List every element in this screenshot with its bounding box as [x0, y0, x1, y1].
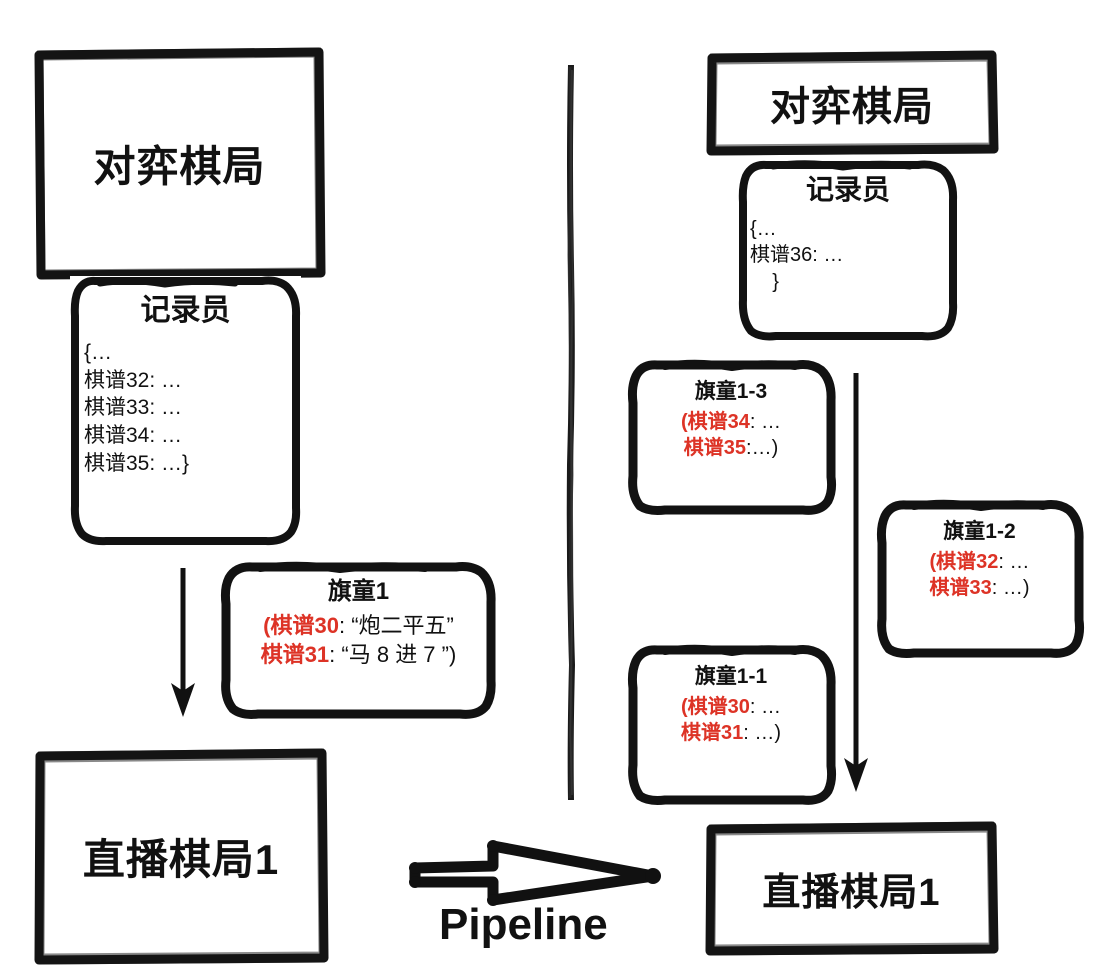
right-flag-box-3-entry-0-open: (	[680, 411, 688, 434]
right-flag-box-3: 旗童1-3 (棋谱34: … 棋谱35:…)	[627, 359, 837, 515]
right-board-box: 对弈棋局	[706, 50, 999, 156]
right-flag-box-3-entry-0-key: 棋谱34	[687, 411, 750, 434]
right-flag-box-1-entry-1-sep: :	[743, 722, 755, 745]
right-flag-box-1-entry-1-value: …	[754, 722, 775, 745]
right-flag-box-2-entry-0-key: 棋谱32	[936, 551, 999, 574]
right-flag-box-3-frame	[627, 359, 837, 515]
right-flag-box-3-content: 旗童1-3 (棋谱34: … 棋谱35:…)	[627, 360, 835, 515]
right-flag-box-1-entry-0-open: (	[680, 696, 688, 719]
right-flag-box-1: 旗童1-1 (棋谱30: … 棋谱31: …)	[627, 644, 837, 805]
right-flag-box-1-content: 旗童1-1 (棋谱30: … 棋谱31: …)	[627, 645, 835, 805]
right-flag-box-2-content: 旗童1-2 (棋谱32: … 棋谱33: …)	[876, 500, 1083, 658]
right-recorder-content: 记录员 {… 棋谱36: … }	[738, 160, 958, 342]
right-flag-box-3-entry-0-sep: :	[749, 411, 762, 434]
right-flag-box-3-entry-0: (棋谱34: …	[637, 409, 825, 435]
right-flag-box-1-frame	[627, 644, 837, 805]
right-flag-box-3-entry-1-value: …	[751, 437, 772, 460]
right-flag-box-2-entry-1-close: )	[1022, 577, 1030, 600]
left-recorder-box-frame	[70, 276, 301, 546]
pipeline-arrow-right	[409, 840, 661, 906]
right-flag-box-1-entry-0-value: …	[761, 696, 782, 719]
right-recorder-box-frame	[738, 160, 958, 341]
right-flag-box-2-entry-1-value: …	[1002, 577, 1023, 600]
right-flag-box-3-entry-0-value: …	[761, 411, 782, 434]
left-recorder-content: 记录员 {… 棋谱32: … 棋谱33: … 棋谱34: … 棋谱35: …}	[70, 276, 301, 545]
left-flag-entry-0: (棋谱30: “炮二平五”	[230, 611, 487, 640]
right-flag-box-3-entry-1-key: 棋谱35	[683, 437, 746, 460]
left-flag-entry-0-open: (	[263, 613, 271, 639]
right-flag-box-2-entry-0-value: …	[1009, 551, 1030, 574]
right-flag-box-1-title: 旗童1-1	[694, 665, 768, 688]
left-live-box-frame	[34, 748, 329, 965]
right-recorder-line-0: {…	[750, 217, 777, 240]
right-flag-box-2: 旗童1-2 (棋谱32: … 棋谱33: …)	[876, 499, 1085, 658]
left-board-label: 对弈棋局	[93, 142, 266, 190]
left-recorder-line-1: 棋谱32: …	[84, 368, 183, 392]
left-board-box: 对弈棋局	[34, 47, 326, 280]
right-live-box-frame	[705, 821, 999, 956]
right-flag-box-1-entry-0-key: 棋谱30	[687, 696, 750, 719]
right-recorder-box: 记录员 {… 棋谱36: … }	[738, 160, 958, 342]
left-flag-entry-1-key: 棋谱31	[260, 642, 330, 668]
right-flag-box-2-entry-1-sep: :	[991, 577, 1003, 600]
right-flag-box-3-entry-1-sep: :	[746, 437, 752, 460]
right-flag-box-2-entry-0-open: (	[929, 551, 937, 574]
left-flag-entry-0-key: 棋谱30	[270, 613, 339, 639]
left-recorder-line-0: {…	[84, 341, 113, 364]
left-recorder-line-3: 棋谱34: …	[84, 424, 183, 448]
right-flag-box-2-entry-0: (棋谱32: …	[886, 549, 1073, 575]
right-flag-box-2-entry-0-sep: :	[998, 551, 1010, 574]
right-recorder-title: 记录员	[805, 174, 890, 205]
right-live-box: 直播棋局1	[705, 821, 999, 956]
right-flag-box-1-entry-0-sep: :	[749, 696, 762, 719]
right-flag-box-3-entry-1-close: )	[771, 437, 779, 460]
left-flag-entry-1: 棋谱31: “马 8 进 7 ”)	[230, 640, 487, 669]
right-down-arrow	[844, 373, 868, 792]
left-live-box: 直播棋局1	[34, 748, 329, 965]
left-recorder-line-4: 棋谱35: …}	[84, 451, 190, 475]
right-flag-box-1-entry-0: (棋谱30: …	[637, 694, 825, 720]
right-flag-box-2-title: 旗童1-2	[943, 520, 1016, 543]
right-flag-box-1-entry-1-key: 棋谱31	[680, 722, 744, 745]
left-flag-content: 旗童1 (棋谱30: “炮二平五” 棋谱31: “马 8 进 7 ”)	[220, 562, 497, 719]
left-flag-box: 旗童1 (棋谱30: “炮二平五” 棋谱31: “马 8 进 7 ”)	[220, 561, 497, 719]
pipeline-label: Pipeline	[439, 900, 608, 949]
right-recorder-line-2: }	[750, 270, 779, 293]
left-flag-box-frame	[220, 561, 496, 719]
left-recorder-box: 记录员 {… 棋谱32: … 棋谱33: … 棋谱34: … 棋谱35: …}	[70, 276, 301, 546]
left-live-label: 直播棋局1	[82, 835, 280, 883]
left-flag-entry-1-close: )	[448, 642, 457, 668]
right-recorder-line-1: 棋谱36: …	[750, 244, 844, 267]
right-flag-box-1-entry-1-close: )	[774, 722, 782, 745]
right-board-label: 对弈棋局	[770, 84, 934, 129]
right-flag-box-2-entry-1-key: 棋谱33	[929, 577, 992, 600]
right-live-label: 直播棋局1	[762, 871, 941, 914]
left-flag-title: 旗童1	[327, 578, 390, 605]
right-flag-box-3-title: 旗童1-3	[694, 380, 768, 403]
left-flag-entry-1-sep: :	[329, 642, 342, 668]
left-flag-entry-1-value: “马 8 进 7 ”	[341, 642, 449, 668]
right-flag-box-1-entry-1: 棋谱31: …)	[637, 720, 825, 746]
left-recorder-line-2: 棋谱33: …	[84, 396, 183, 420]
vertical-divider	[566, 65, 576, 800]
right-flag-box-2-frame	[876, 499, 1085, 658]
right-flag-box-2-entry-1: 棋谱33: …)	[886, 575, 1073, 601]
left-recorder-title: 记录员	[140, 294, 231, 327]
right-board-box-frame	[706, 50, 999, 156]
right-flag-box-3-entry-1: 棋谱35:…)	[637, 435, 825, 461]
left-flag-entry-0-value: “炮二平五”	[351, 613, 454, 639]
left-down-arrow	[171, 568, 195, 717]
left-flag-entry-0-sep: :	[338, 613, 352, 639]
